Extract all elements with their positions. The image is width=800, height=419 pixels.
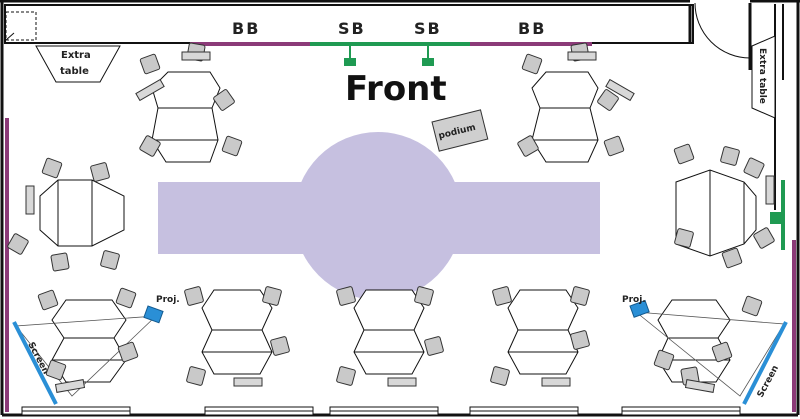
chair[interactable] — [270, 336, 290, 356]
extra-table-top-label-line1: Extra — [61, 50, 91, 61]
chair[interactable] — [653, 349, 675, 371]
chair[interactable] — [603, 135, 625, 157]
chair[interactable] — [100, 250, 120, 270]
computer-keyboard[interactable] — [387, 377, 417, 387]
projector-left[interactable] — [143, 305, 164, 324]
chair[interactable] — [139, 135, 161, 157]
table-group-bottom-2[interactable] — [201, 289, 273, 375]
table-groups — [39, 71, 757, 383]
chair[interactable] — [117, 341, 139, 363]
computer-keyboard[interactable] — [54, 379, 86, 393]
chair[interactable] — [45, 359, 67, 381]
projector-left-label: Proj. — [156, 295, 180, 305]
chair[interactable] — [721, 247, 743, 269]
chair[interactable] — [570, 330, 590, 350]
chair[interactable] — [720, 146, 740, 166]
podium[interactable]: podium — [431, 109, 489, 152]
projection-cones — [15, 311, 785, 397]
chair[interactable] — [213, 89, 235, 111]
screen-right — [742, 321, 788, 405]
chair[interactable] — [37, 289, 59, 311]
computer-keyboard[interactable] — [181, 51, 211, 61]
sb-left-label: SB — [338, 19, 366, 38]
computer-keyboard[interactable] — [567, 51, 597, 61]
chair[interactable] — [743, 157, 765, 179]
chair[interactable] — [90, 162, 110, 182]
table-group-bottom-1[interactable] — [51, 299, 127, 383]
computer-keyboard[interactable] — [25, 185, 35, 215]
extra-table-side: Extra table — [751, 35, 776, 119]
table-group-left[interactable] — [39, 179, 125, 247]
chairs — [7, 42, 775, 386]
chair[interactable] — [41, 157, 63, 179]
front-label: Front — [345, 69, 447, 109]
table-group-bottom-3[interactable] — [353, 289, 425, 375]
sb-right-label: SB — [414, 19, 442, 38]
chair[interactable] — [7, 233, 29, 255]
projector-right[interactable] — [629, 299, 650, 318]
chair[interactable] — [336, 366, 356, 386]
chair[interactable] — [711, 341, 733, 363]
table-group-bottom-5[interactable] — [657, 299, 731, 383]
chair[interactable] — [336, 286, 356, 306]
chair[interactable] — [262, 286, 282, 306]
chair[interactable] — [753, 227, 775, 249]
chair[interactable] — [414, 286, 434, 306]
extra-table-top-label-line2: table — [60, 66, 89, 77]
extra-table-top: Extra table — [35, 45, 121, 83]
boards — [5, 42, 796, 412]
chair[interactable] — [597, 89, 619, 111]
front-wall-strip — [4, 4, 694, 44]
chair[interactable] — [521, 53, 543, 75]
chair[interactable] — [674, 228, 694, 248]
smartboard-projector-right — [422, 58, 434, 66]
chair[interactable] — [741, 295, 763, 317]
computer-keyboard[interactable] — [541, 377, 571, 387]
table-group-bottom-4[interactable] — [507, 289, 579, 375]
computer-keyboard[interactable] — [233, 377, 263, 387]
central-stage — [158, 132, 600, 300]
computers — [25, 51, 775, 393]
chair[interactable] — [186, 366, 206, 386]
windows — [21, 406, 741, 416]
chair[interactable] — [221, 135, 243, 157]
bb-right-label: BB — [518, 19, 546, 38]
table-group-top-right[interactable] — [531, 71, 599, 163]
computer-keyboard[interactable] — [684, 379, 716, 393]
table-group-top-left[interactable] — [151, 71, 221, 163]
chair[interactable] — [673, 143, 695, 165]
chair[interactable] — [424, 336, 444, 356]
extra-table-side-label: Extra table — [757, 48, 767, 104]
chair[interactable] — [50, 252, 70, 272]
smartboard-projector-left — [344, 58, 356, 66]
chair[interactable] — [570, 286, 590, 306]
projector-right-label: Proj. — [622, 295, 646, 305]
chair[interactable] — [517, 135, 539, 157]
computer-keyboard[interactable] — [765, 175, 775, 205]
table-group-right[interactable] — [675, 169, 757, 257]
storage-box — [5, 11, 37, 41]
door[interactable] — [694, 2, 752, 70]
chair[interactable] — [115, 287, 137, 309]
chair[interactable] — [139, 53, 161, 75]
chair[interactable] — [490, 366, 510, 386]
screen-left — [12, 321, 58, 405]
computer-keyboard[interactable] — [135, 78, 165, 102]
computer-keyboard[interactable] — [605, 78, 635, 102]
bb-left-label: BB — [232, 19, 260, 38]
chair[interactable] — [492, 286, 512, 306]
chair[interactable] — [184, 286, 204, 306]
